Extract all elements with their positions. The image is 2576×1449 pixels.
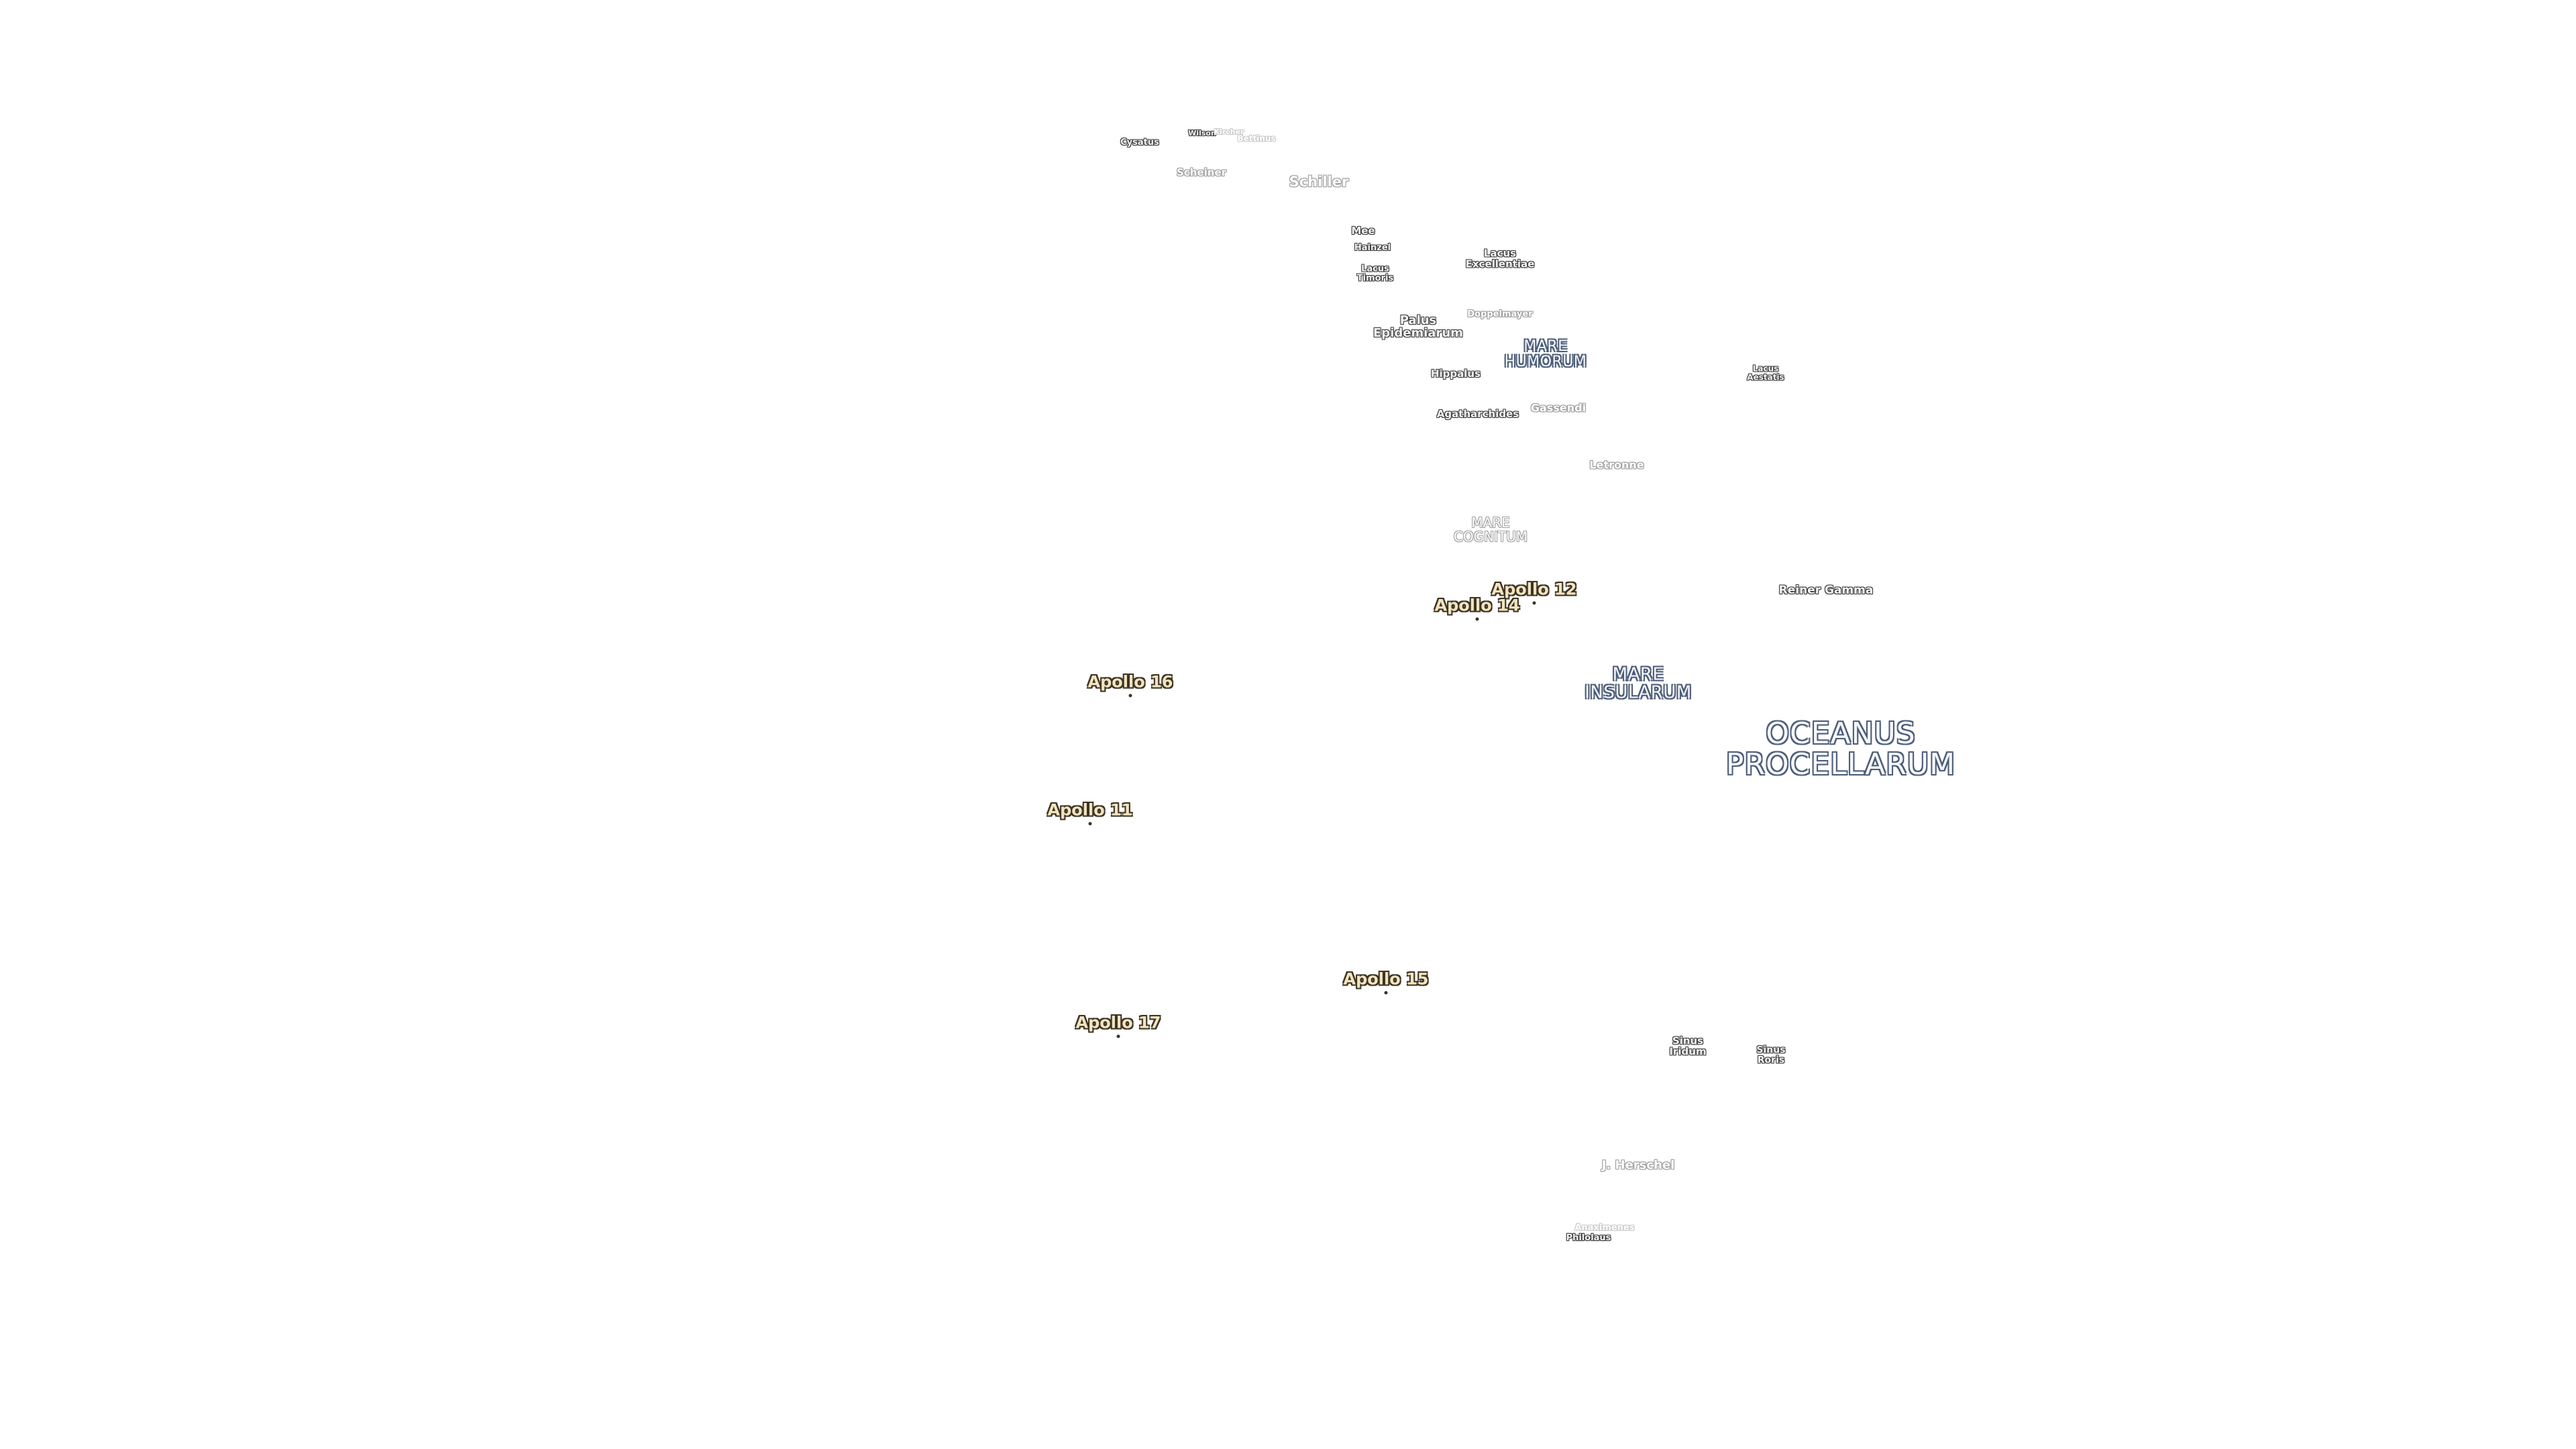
crater-label-philolaus[interactable]: Philolaus — [1566, 1233, 1611, 1244]
sinus-label-iridum[interactable]: Sinus Iridum — [1669, 1034, 1707, 1057]
label-line: Iridum — [1669, 1045, 1707, 1057]
crater-label-hainzel[interactable]: Hainzel — [1354, 243, 1391, 254]
label-line: MARE — [1523, 337, 1568, 355]
label-line: COGNITUM — [1453, 529, 1528, 545]
apollo-label: Apollo 12 — [1491, 580, 1577, 599]
lacus-label-aestatis[interactable]: Lacus Aestatis — [1747, 364, 1784, 381]
apollo-label: Apollo 17 — [1075, 1013, 1161, 1032]
label-line: Excellentiae — [1465, 258, 1535, 270]
crater-label-schiller[interactable]: Schiller — [1289, 173, 1349, 190]
label-line: Lacus — [1483, 247, 1517, 260]
mare-label-insularum[interactable]: MARE INSULARUM — [1585, 664, 1692, 703]
apollo-label: Apollo 14 — [1434, 596, 1520, 615]
landing-site-marker-icon — [1129, 694, 1132, 698]
sinus-label-roris[interactable]: Sinus Roris — [1756, 1045, 1785, 1065]
crater-label-agatharchides[interactable]: Agatharchides — [1436, 408, 1519, 421]
crater-label-doppelmayer[interactable]: Doppelmayer — [1467, 309, 1533, 320]
apollo-11-site[interactable]: Apollo 11 — [1047, 800, 1133, 826]
mare-label-humorum[interactable]: MARE HUMORUM — [1505, 339, 1587, 370]
crater-label-bettinus[interactable]: Bettinus — [1237, 133, 1276, 144]
landing-site-marker-icon — [1476, 617, 1479, 621]
crater-label-gassendi[interactable]: Gassendi — [1530, 401, 1587, 415]
crater-label-scheiner[interactable]: Scheiner — [1177, 166, 1226, 179]
apollo-label: Apollo 16 — [1087, 672, 1173, 692]
crater-label-mee[interactable]: Mee — [1351, 225, 1375, 237]
lacus-label-timoris[interactable]: Lacus Timoris — [1357, 264, 1393, 282]
label-line: INSULARUM — [1585, 683, 1692, 703]
label-line: Sinus — [1672, 1034, 1704, 1047]
apollo-14-site[interactable]: Apollo 14 — [1434, 596, 1520, 621]
label-line: Sinus — [1756, 1044, 1786, 1056]
label-line: PROCELLARUM — [1725, 747, 1956, 782]
oceanus-label-procellarum[interactable]: OCEANUS PROCELLARUM — [1726, 718, 1955, 780]
label-line: Epidemiarum — [1373, 326, 1463, 340]
crater-label-cysatus[interactable]: Cysatus — [1120, 138, 1159, 148]
label-line: HUMORUM — [1504, 354, 1587, 370]
label-line: Palus — [1399, 313, 1437, 328]
apollo-15-site[interactable]: Apollo 15 — [1343, 969, 1429, 995]
crater-label-kircher[interactable]: Kircher — [1214, 127, 1244, 137]
label-line: Lacus — [1361, 264, 1389, 274]
apollo-label: Apollo 15 — [1343, 969, 1429, 989]
palus-label-epidemiarum[interactable]: Palus Epidemiarum — [1373, 313, 1463, 340]
label-line: Timoris — [1356, 273, 1394, 283]
crater-label-j-herschel[interactable]: J. Herschel — [1601, 1158, 1675, 1173]
apollo-17-site[interactable]: Apollo 17 — [1075, 1013, 1161, 1038]
label-line: Roris — [1757, 1055, 1785, 1065]
landing-site-marker-icon — [1533, 601, 1536, 605]
label-line: OCEANUS — [1766, 716, 1916, 751]
label-line: Lacus — [1752, 364, 1779, 374]
apollo-label: Apollo 11 — [1047, 800, 1133, 820]
mare-label-cognitum[interactable]: MARE COGNITUM — [1454, 516, 1527, 544]
crater-label-hippalus[interactable]: Hippalus — [1430, 368, 1481, 380]
feature-label-reiner-gamma[interactable]: Reiner Gamma — [1778, 584, 1874, 598]
crater-label-anaximenes[interactable]: Anaximenes — [1574, 1223, 1635, 1234]
crater-label-letronne[interactable]: Letronne — [1589, 458, 1644, 472]
label-line: MARE — [1471, 515, 1510, 531]
label-line: Aestatis — [1747, 372, 1784, 382]
label-line: MARE — [1612, 664, 1664, 685]
lacus-label-excellentiae[interactable]: Lacus Excellentiae — [1466, 248, 1535, 270]
apollo-12-site[interactable]: Apollo 12 — [1491, 580, 1577, 605]
landing-site-marker-icon — [1385, 991, 1388, 995]
landing-site-marker-icon — [1117, 1034, 1120, 1038]
crater-label-wilson[interactable]: Wilson — [1188, 129, 1216, 138]
landing-site-marker-icon — [1089, 822, 1092, 826]
apollo-16-site[interactable]: Apollo 16 — [1087, 672, 1173, 698]
